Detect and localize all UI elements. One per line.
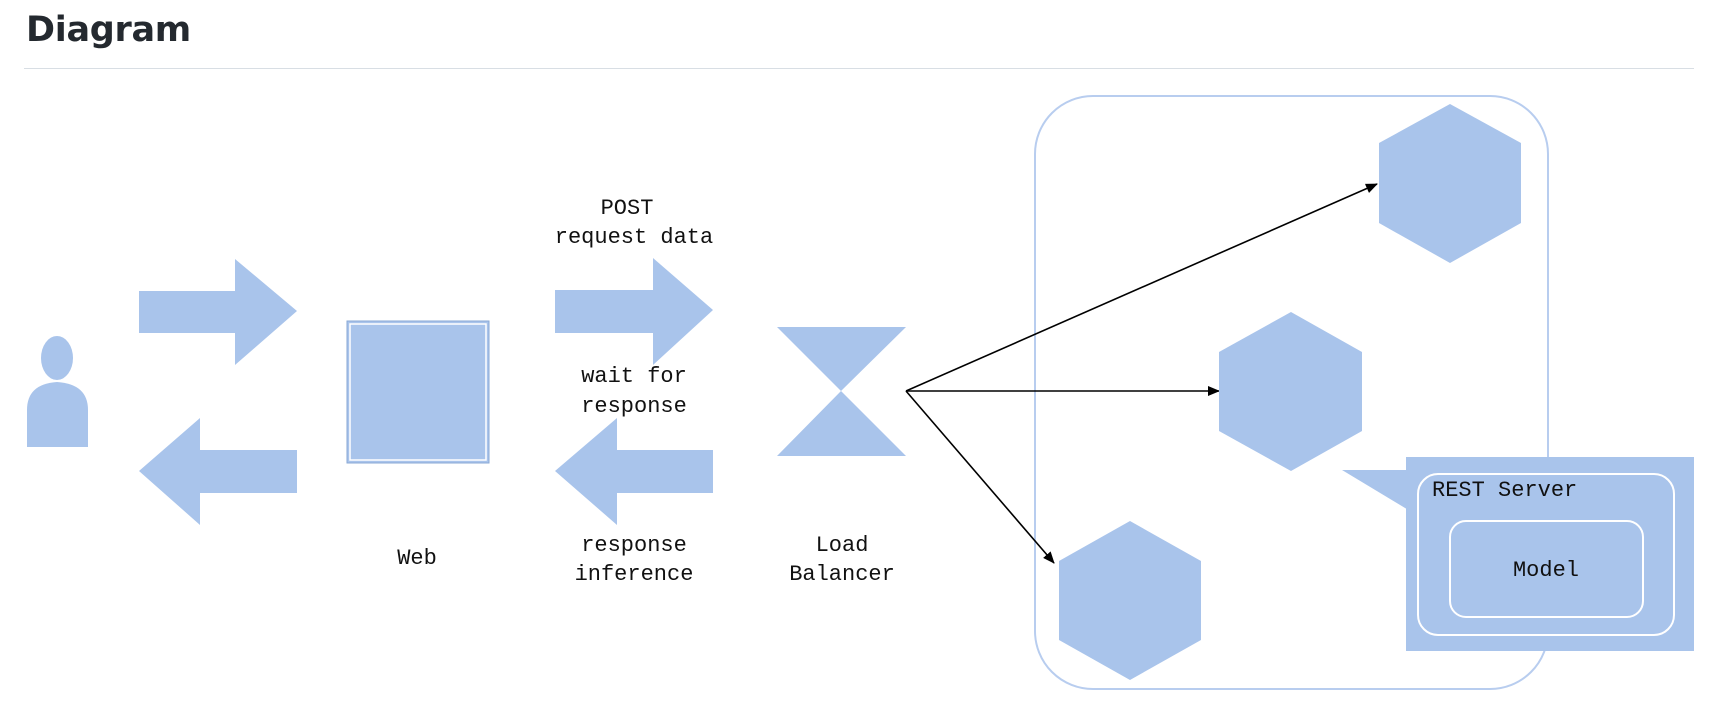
callout-pointer <box>1342 470 1420 517</box>
user-icon <box>27 336 88 447</box>
server-cluster-container <box>1034 95 1549 690</box>
connector-to-top-node <box>905 183 1378 392</box>
load-balancer-icon <box>777 327 906 456</box>
server-node-icon-top <box>1379 104 1521 263</box>
server-node-icon-bottom <box>1059 521 1201 680</box>
model-label: Model <box>1513 558 1579 583</box>
wait-label-line1: wait for <box>581 364 687 389</box>
page-title: Diagram <box>26 10 191 50</box>
request-arrow-user-to-web <box>139 259 297 365</box>
web-label: Web <box>397 546 437 571</box>
web-server-icon <box>346 320 490 464</box>
response-label-line2: inference <box>575 562 694 587</box>
post-request-arrow <box>555 258 713 365</box>
response-arrow-to-web <box>555 418 713 525</box>
rest-server-label: REST Server <box>1432 478 1577 503</box>
rest-server-box <box>1417 473 1675 636</box>
response-arrow-web-to-user <box>139 418 297 525</box>
rest-server-callout <box>1406 457 1694 651</box>
post-label-line2: request data <box>555 225 713 250</box>
model-box <box>1449 520 1644 618</box>
post-label-line1: POST <box>601 196 654 221</box>
lb-label-line2: Balancer <box>789 562 895 587</box>
server-node-icon-middle <box>1219 312 1362 471</box>
response-label-line1: response <box>581 533 687 558</box>
connector-to-bottom-node <box>905 390 1055 564</box>
title-divider <box>24 68 1694 69</box>
lb-label-line1: Load <box>816 533 869 558</box>
wait-label-line2: response <box>581 394 687 419</box>
